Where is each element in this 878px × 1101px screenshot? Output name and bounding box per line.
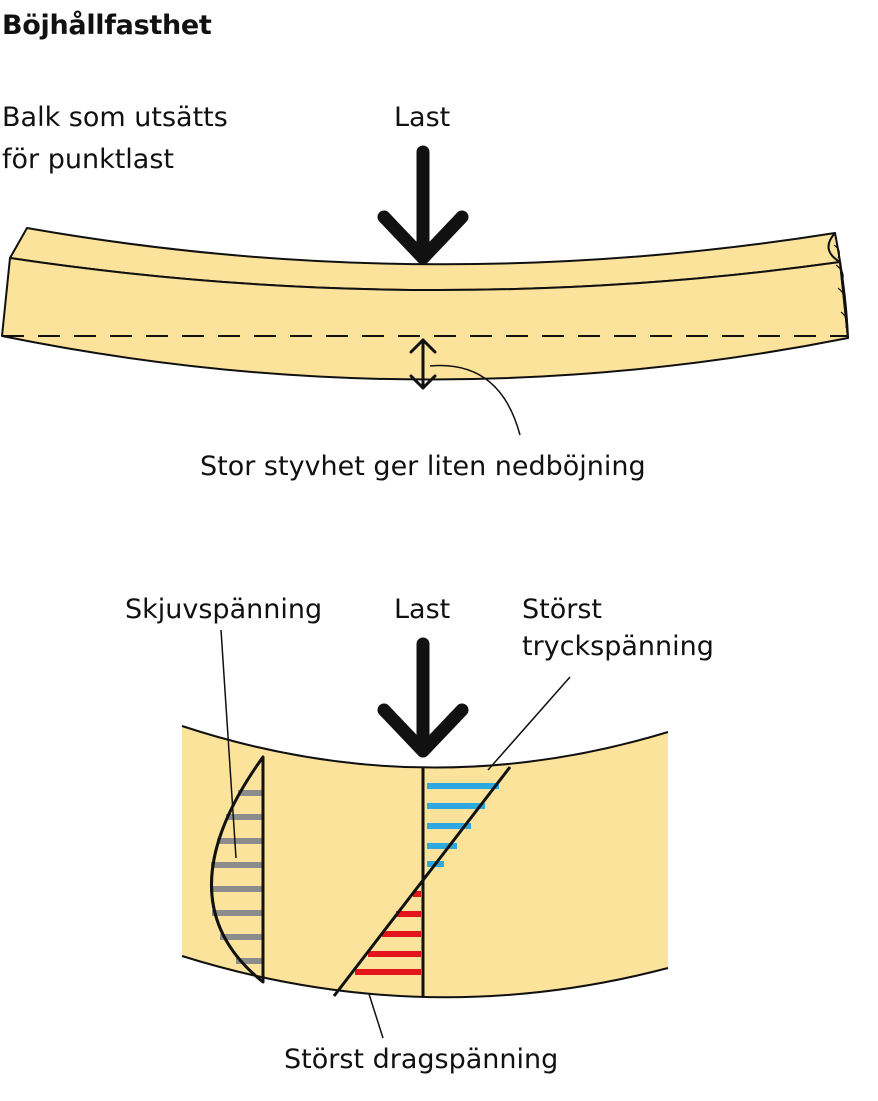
deflection-caption: Stor styvhet ger liten nedböjning bbox=[200, 451, 646, 482]
top-load-arrow-icon bbox=[377, 145, 469, 265]
compression-leader-line bbox=[487, 676, 571, 771]
beam-end-face bbox=[827, 232, 849, 339]
shear-parabola-outline bbox=[210, 755, 265, 984]
deflection-leader-line bbox=[429, 364, 521, 436]
compression-label-line1: Störst bbox=[522, 594, 602, 625]
tension-label: Störst dragspänning bbox=[284, 1044, 559, 1075]
bending-stress-distribution bbox=[332, 676, 571, 1039]
beam-section-body bbox=[182, 726, 668, 998]
beam-label-line2: för punktlast bbox=[2, 144, 174, 175]
compression-label-line2: tryckspänning bbox=[522, 631, 714, 662]
wood-grain-lines bbox=[833, 244, 848, 329]
shear-leader-line bbox=[220, 629, 237, 859]
bottom-beam-section bbox=[181, 725, 669, 999]
deflection-double-arrow-icon bbox=[409, 338, 437, 390]
stress-diagonal-line bbox=[332, 766, 512, 997]
bottom-load-arrow-icon bbox=[377, 637, 469, 758]
top-beam bbox=[1, 227, 849, 381]
beam-section-bottom-edge bbox=[181, 955, 669, 999]
top-load-label: Last bbox=[394, 102, 451, 133]
tension-leader-line bbox=[368, 993, 384, 1039]
bottom-load-label: Last bbox=[394, 594, 451, 625]
beam-label-line1: Balk som utsätts bbox=[2, 102, 228, 133]
tension-stripes bbox=[355, 891, 421, 975]
page-title: Böjhållfasthet bbox=[2, 10, 212, 41]
shear-stress-label: Skjuvspänning bbox=[125, 594, 323, 625]
beam-section-top-edge bbox=[181, 725, 669, 769]
shear-stress-distribution bbox=[210, 629, 265, 984]
